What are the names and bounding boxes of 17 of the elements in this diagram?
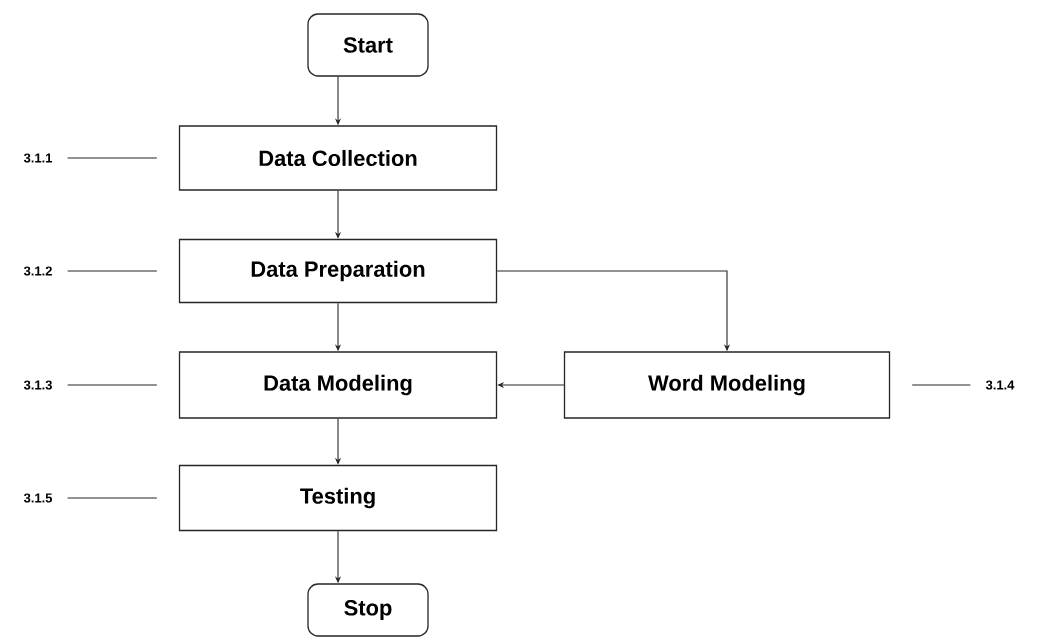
leader-line bbox=[67, 270, 158, 272]
section-number: 3.1.2 bbox=[23, 266, 52, 276]
terminal-box: Stop bbox=[307, 583, 429, 637]
process-box: Data Modeling bbox=[178, 351, 498, 419]
section-number: 3.1.3 bbox=[23, 380, 52, 390]
section-number: 3.1.1 bbox=[23, 153, 53, 163]
process-box: Data Collection bbox=[178, 125, 498, 191]
terminal-box: Start bbox=[307, 13, 429, 77]
leader-line bbox=[67, 497, 158, 499]
leader-line bbox=[67, 384, 158, 386]
process-box: Testing bbox=[178, 464, 498, 532]
section-number: 3.1.5 bbox=[23, 493, 53, 503]
leader-line bbox=[911, 384, 971, 386]
process-box: Data Preparation bbox=[178, 238, 498, 304]
leader-line bbox=[67, 157, 158, 159]
section-number: 3.1.4 bbox=[985, 380, 1015, 390]
process-box: Word Modeling bbox=[563, 351, 891, 419]
